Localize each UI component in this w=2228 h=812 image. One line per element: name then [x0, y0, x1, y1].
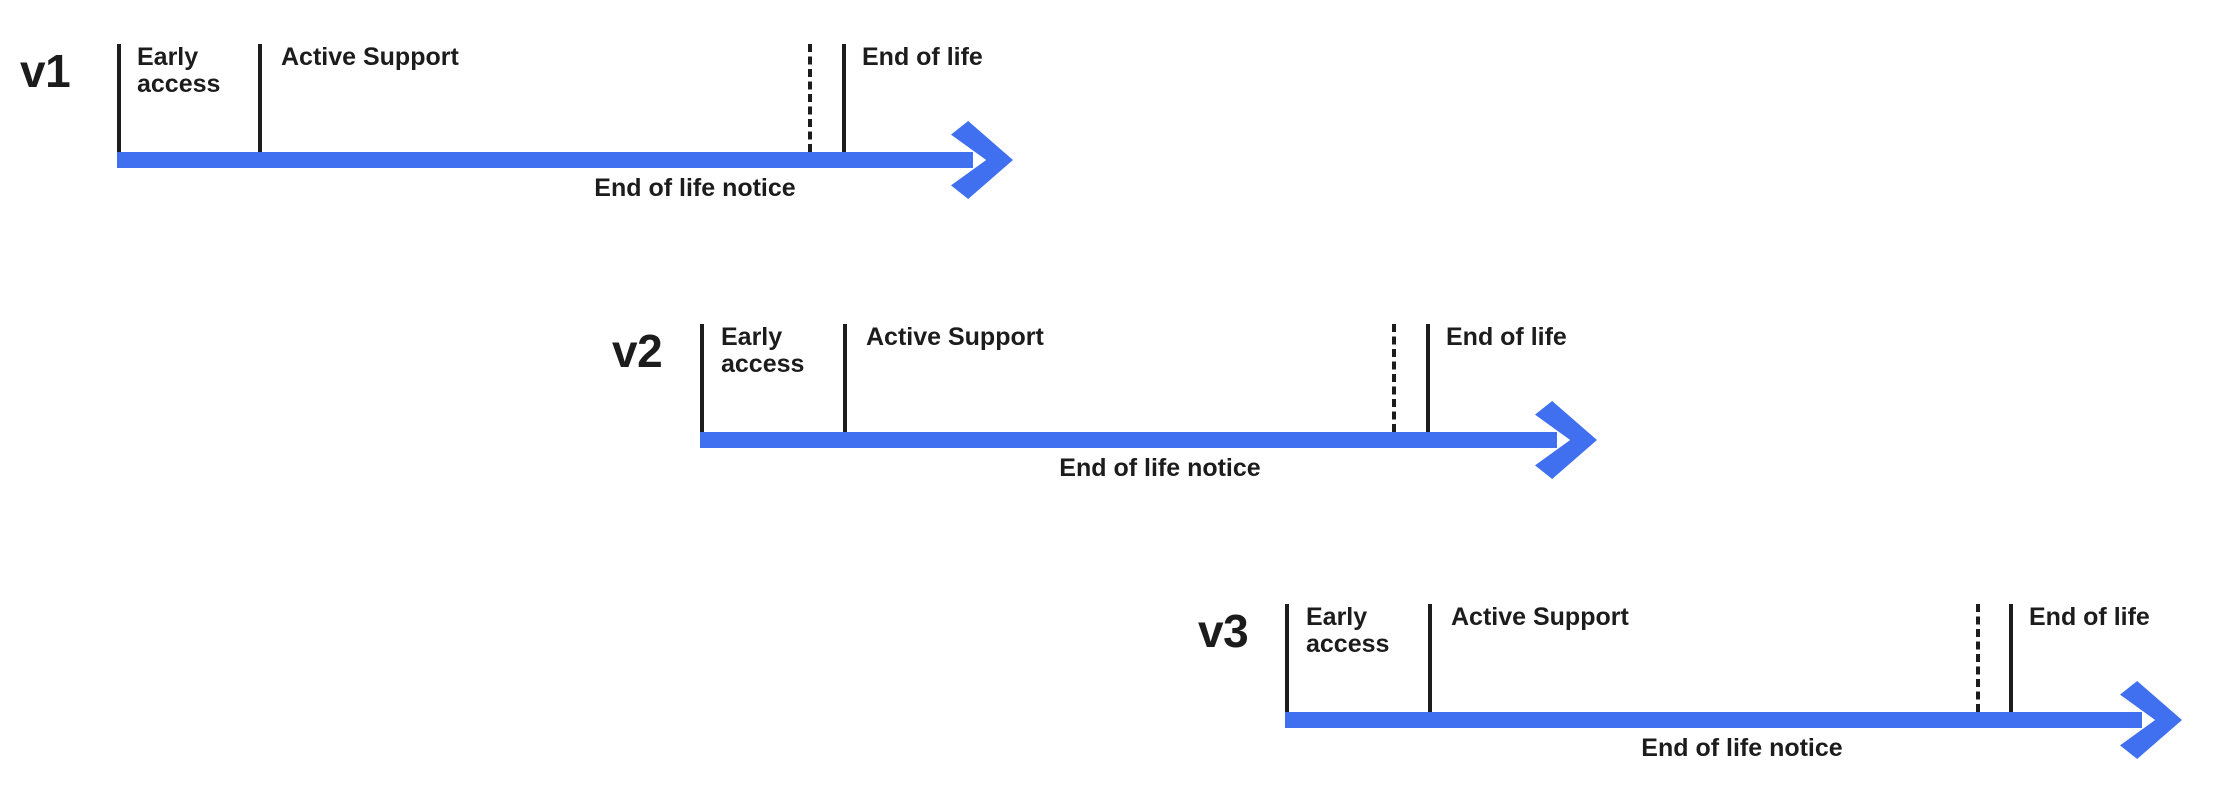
phase-label-early-access-v2: Early access: [721, 323, 805, 378]
phase-label-end-of-life-v2: End of life: [1446, 323, 1567, 351]
timeline-arrowhead-icon: [2120, 681, 2182, 759]
phase-label-end-of-life-v3: End of life: [2029, 603, 2150, 631]
end-of-life-notice-marker-v3: [1976, 604, 1980, 712]
end-of-life-divider-v2: [1426, 324, 1430, 432]
early-access-end-divider-v1: [258, 44, 262, 152]
track-start-divider-v2: [700, 324, 704, 432]
version-label-v1: v1: [20, 45, 71, 97]
end-of-life-divider-v1: [842, 44, 846, 152]
phase-label-active-support-v3: Active Support: [1451, 603, 1629, 631]
version-label-v3: v3: [1198, 605, 1249, 657]
end-of-life-notice-label-v1: End of life notice: [594, 174, 796, 202]
phase-label-active-support-v2: Active Support: [866, 323, 1044, 351]
track-start-divider-v1: [117, 44, 121, 152]
phase-label-early-access-v1: Early access: [137, 43, 221, 98]
end-of-life-notice-marker-v1: [808, 44, 812, 152]
phase-label-active-support-v1: Active Support: [281, 43, 459, 71]
phase-label-end-of-life-v1: End of life: [862, 43, 983, 71]
timeline-shaft-v3: [1285, 712, 2142, 728]
timeline-arrowhead-icon: [1535, 401, 1597, 479]
end-of-life-notice-label-v3: End of life notice: [1641, 734, 1843, 762]
version-label-v2: v2: [612, 325, 663, 377]
end-of-life-divider-v3: [2009, 604, 2013, 712]
end-of-life-notice-marker-v2: [1392, 324, 1396, 432]
timeline-shaft-v2: [700, 432, 1557, 448]
early-access-end-divider-v2: [843, 324, 847, 432]
timeline-arrowhead-icon: [951, 121, 1013, 199]
timeline-shaft-v1: [117, 152, 973, 168]
end-of-life-notice-label-v2: End of life notice: [1059, 454, 1261, 482]
phase-label-early-access-v3: Early access: [1306, 603, 1390, 658]
early-access-end-divider-v3: [1428, 604, 1432, 712]
track-start-divider-v3: [1285, 604, 1289, 712]
